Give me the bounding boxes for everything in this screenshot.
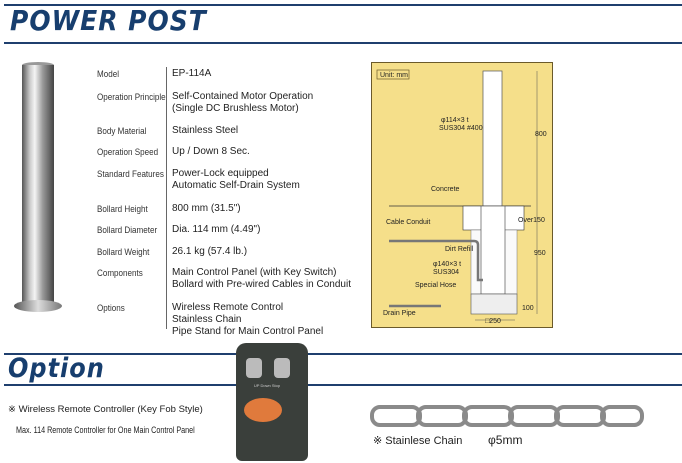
spec-value: Dia. 114 mm (4.49"): [172, 224, 260, 236]
spec-label: Operation Speed: [97, 147, 159, 158]
spec-value-line: 800 mm (31.5"): [172, 203, 241, 214]
remote-description: Max. 114 Remote Controller for One Main …: [16, 425, 195, 435]
spec-value-line: EP-114A: [172, 68, 212, 79]
dim-950-label: 950: [534, 250, 546, 257]
spec-value-line: Pipe Stand for Main Control Panel: [172, 326, 324, 337]
dim-100-label: 100: [522, 305, 534, 312]
spec-value-line: Bollard with Pre-wired Cables in Conduit: [172, 279, 351, 290]
cable-conduit-label: Cable Conduit: [386, 219, 430, 226]
spec-divider: [166, 67, 167, 329]
spec-value: Self-Contained Motor Operation(Single DC…: [172, 91, 313, 115]
spec-value-line: Up / Down 8 Sec.: [172, 146, 250, 157]
page-title: POWER POST: [10, 4, 207, 37]
spec-value-line: Automatic Self-Drain System: [172, 180, 300, 191]
spec-value-line: Power-Lock equipped: [172, 168, 269, 179]
sleeve-spec-label: φ140×3 t: [433, 261, 461, 268]
bollard-image: [14, 62, 64, 322]
spec-label: Operation Principle: [97, 92, 166, 103]
over150-label: Over150: [518, 217, 545, 224]
title-rule: [4, 42, 682, 44]
option-bottom-rule: [4, 384, 682, 386]
dim-800-label: 800: [535, 131, 547, 138]
spec-value: Main Control Panel (with Key Switch)Boll…: [172, 267, 351, 291]
sleeve-material-label: SUS304: [433, 269, 459, 276]
chain-size: φ5mm: [488, 433, 523, 447]
remote-controller-image: UP Down Stop: [236, 343, 308, 461]
spec-value: 26.1 kg (57.4 lb.): [172, 246, 247, 258]
drain-pipe-label: Drain Pipe: [383, 310, 416, 317]
dim-250-label: □250: [485, 318, 501, 325]
spec-value: Up / Down 8 Sec.: [172, 146, 250, 158]
remote-title: ※ Wireless Remote Controller (Key Fob St…: [8, 404, 203, 415]
spec-value: EP-114A: [172, 68, 211, 80]
installation-diagram: Unit: mm φ114×3 t SUS304 #400 800 Concre…: [371, 62, 553, 328]
spec-label: Model: [97, 69, 119, 80]
spec-label: Options: [97, 303, 125, 314]
spec-value-line: Main Control Panel (with Key Switch): [172, 267, 337, 278]
chain-caption: ※ Stainlese Chain: [373, 435, 463, 447]
spec-label: Body Material: [97, 126, 147, 137]
spec-label: Components: [97, 268, 143, 279]
spec-label: Standard Features: [97, 169, 164, 180]
remote-label: UP Down Stop: [253, 383, 281, 388]
unit-label: Unit: mm: [380, 72, 408, 79]
spec-value-line: Stainless Steel: [172, 125, 239, 136]
remote-orange-button: [244, 398, 282, 422]
spec-value-line: 26.1 kg (57.4 lb.): [172, 246, 248, 257]
spec-value: Stainless Steel: [172, 125, 238, 137]
spec-value-line: (Single DC Brushless Motor): [172, 103, 299, 114]
spec-label: Bollard Diameter: [97, 225, 158, 236]
option-title: Option: [8, 352, 105, 384]
chain-image: [370, 403, 645, 429]
spec-value-line: Dia. 114 mm (4.49"): [172, 224, 261, 235]
dirt-refill-label: Dirt Refill: [445, 246, 474, 253]
post-material-label: SUS304 #400: [439, 125, 483, 132]
post-spec-label: φ114×3 t: [441, 117, 469, 124]
spec-value-line: Stainless Chain: [172, 314, 242, 325]
spec-label: Bollard Height: [97, 204, 148, 215]
option-top-rule: [4, 353, 682, 355]
special-hose-label: Special Hose: [415, 282, 456, 289]
top-rule: [4, 4, 682, 6]
concrete-label: Concrete: [431, 186, 460, 193]
spec-value: 800 mm (31.5"): [172, 203, 241, 215]
spec-label: Bollard Weight: [97, 247, 150, 258]
spec-value-line: Wireless Remote Control: [172, 302, 284, 313]
spec-value-line: Self-Contained Motor Operation: [172, 91, 314, 102]
